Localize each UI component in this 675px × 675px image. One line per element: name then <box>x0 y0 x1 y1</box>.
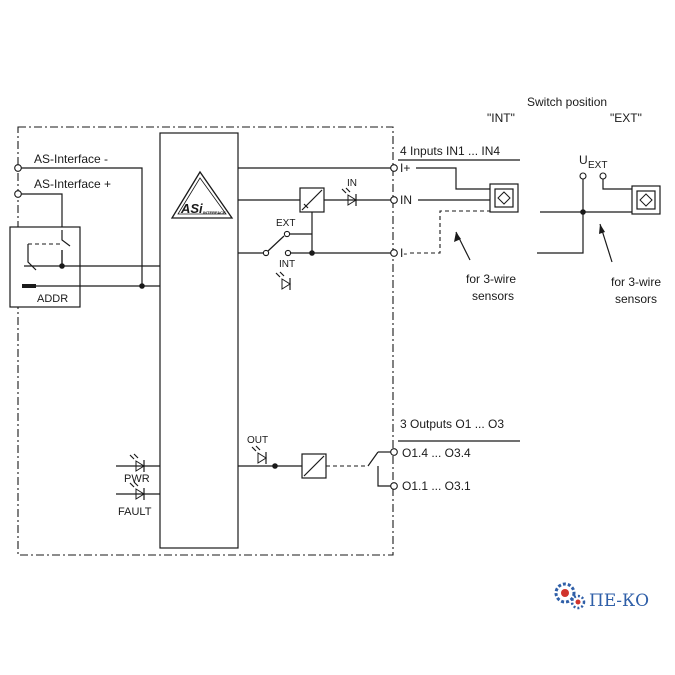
terminal-o11-label: O1.1 ... O3.1 <box>402 479 471 493</box>
ext-label: EXT <box>276 218 295 229</box>
switch-position-label: Switch position <box>527 95 607 109</box>
in-led-label: IN <box>347 178 357 189</box>
gear-icon <box>554 582 586 610</box>
asi-chip-block <box>159 132 239 549</box>
fault-label: FAULT <box>118 506 152 518</box>
module-frame <box>17 126 394 556</box>
in-led-icon <box>341 187 357 206</box>
output-contact <box>367 451 392 487</box>
terminal-i-minus-label: I- <box>400 246 407 260</box>
brand-name: ПЕ-КО <box>589 591 649 611</box>
as-interface-plus-terminal[interactable] <box>14 190 22 198</box>
as-interface-plus-line <box>14 190 63 230</box>
out-led-icon <box>251 445 267 464</box>
as-interface-minus-terminal[interactable] <box>14 164 22 172</box>
brand-logo: ПЕ-КО <box>554 582 649 611</box>
svg-text:i: i <box>199 201 203 216</box>
terminal-o14-label: O1.4 ... O3.4 <box>402 446 471 460</box>
pwr-led-icon <box>129 453 145 472</box>
terminal-in-label: IN <box>400 193 412 207</box>
sensor-ext-icon <box>631 185 661 215</box>
as-interface-minus-label: AS-Interface - <box>34 152 108 166</box>
as-interface-plus-label: AS-Interface + <box>34 177 111 191</box>
int-label: INT <box>279 259 295 270</box>
terminal-o14[interactable] <box>390 448 398 456</box>
outputs-header: 3 Outputs O1 ... O3 <box>400 417 504 431</box>
sensor-int-icon <box>489 183 519 213</box>
terminal-i-plus[interactable] <box>390 164 398 172</box>
asi-logo: AS i INTERFACE <box>170 170 234 219</box>
out-led-label: OUT <box>247 435 268 446</box>
terminal-i-minus[interactable] <box>390 249 398 257</box>
for3wire-left-1: for 3-wire <box>466 272 516 286</box>
for3wire-right-2: sensors <box>615 292 657 306</box>
for3wire-right-1: for 3-wire <box>611 275 661 289</box>
ext-int-switch[interactable] <box>262 230 312 257</box>
terminal-o11[interactable] <box>390 482 398 490</box>
svg-text:INTERFACE: INTERFACE <box>203 210 226 215</box>
int-led-icon <box>275 271 291 290</box>
for3wire-left-2: sensors <box>472 289 514 303</box>
uext-sub-label: EXT <box>588 160 607 171</box>
fault-led-icon <box>129 481 145 500</box>
pos-ext-label: "EXT" <box>610 111 642 125</box>
inputs-header: 4 Inputs IN1 ... IN4 <box>400 144 500 158</box>
addr-box <box>9 226 160 308</box>
pwr-label: PWR <box>124 473 150 485</box>
terminal-in[interactable] <box>390 196 398 204</box>
as-interface-minus-line <box>14 164 143 286</box>
pos-int-label: "INT" <box>487 111 515 125</box>
terminal-i-plus-label: I+ <box>400 161 410 175</box>
addr-label: ADDR <box>37 293 68 305</box>
svg-text:AS: AS <box>180 201 199 216</box>
uext-label: U <box>579 153 588 167</box>
